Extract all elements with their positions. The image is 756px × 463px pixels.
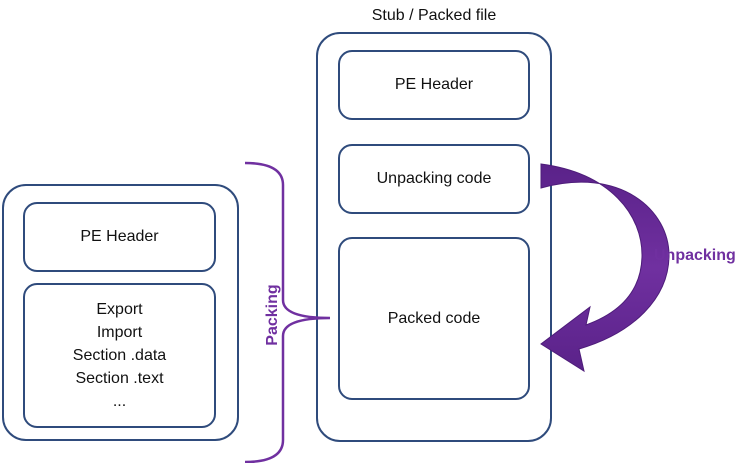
- packed-pe-header-label: PE Header: [394, 76, 474, 93]
- unpacking-arrow: [540, 163, 670, 373]
- section-data: Section .data: [72, 347, 167, 364]
- packing-label: Packing: [264, 284, 281, 346]
- unpacking-code-label: Unpacking code: [376, 170, 492, 187]
- original-sections-list: Export Import Section .data Section .tex…: [73, 298, 166, 413]
- packed-file-title: Stub / Packed file: [371, 7, 497, 24]
- original-sections-box: Export Import Section .data Section .tex…: [23, 283, 216, 428]
- section-export: Export: [96, 301, 143, 318]
- section-import: Import: [96, 324, 143, 341]
- original-pe-header-box: PE Header: [23, 202, 216, 272]
- packing-bracket: [244, 161, 331, 463]
- packed-code-box: Packed code: [338, 237, 530, 400]
- section-ellipsis: ...: [112, 393, 127, 410]
- unpacking-code-box: Unpacking code: [338, 144, 530, 214]
- section-text: Section .text: [75, 370, 164, 387]
- packed-pe-header-box: PE Header: [338, 50, 530, 120]
- packed-code-label: Packed code: [387, 309, 481, 327]
- original-pe-header-label: PE Header: [80, 228, 159, 245]
- unpacking-label: Unpacking: [654, 247, 736, 264]
